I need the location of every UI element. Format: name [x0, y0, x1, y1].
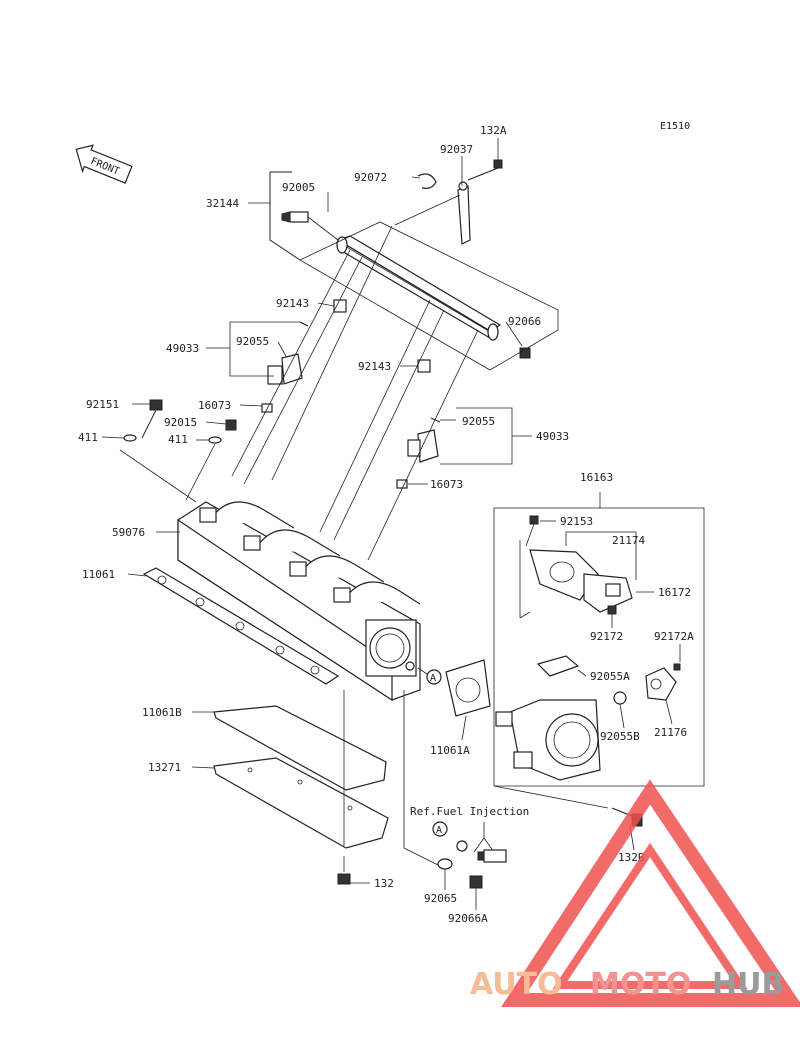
pressure-fitting-92005 — [281, 211, 339, 241]
callout-a-ref-label: A — [436, 825, 442, 836]
watermark-hub: HUB — [712, 967, 784, 1002]
diagram-code: E1510 — [660, 121, 690, 132]
label-92005: 92005 — [282, 181, 315, 194]
o-ring-92055B — [613, 691, 627, 705]
ref-fuel-injection-note: Ref.Fuel Injection — [410, 805, 529, 818]
label-92037: 92037 — [440, 143, 473, 156]
washer-92065 — [437, 858, 453, 870]
label-411-right: 411 — [168, 433, 188, 446]
gasket-11061A — [445, 659, 491, 717]
label-59076: 59076 — [112, 526, 145, 539]
screw-92172A — [673, 663, 681, 671]
callout-a-ref — [432, 821, 448, 837]
label-411-left: 411 — [78, 431, 98, 444]
label-132: 132 — [374, 877, 394, 890]
gasket-11061B — [213, 705, 387, 791]
assembly-box-16163 — [493, 507, 705, 787]
label-92143-lower: 92143 — [358, 360, 391, 373]
label-132A: 132A — [480, 124, 507, 137]
cover-plate-13271 — [213, 757, 389, 849]
callout-a-manifold — [426, 669, 442, 685]
label-11061A: 11061A — [430, 744, 470, 757]
clip-92072 — [417, 173, 437, 189]
label-92066: 92066 — [508, 315, 541, 328]
label-92072: 92072 — [354, 171, 387, 184]
label-16172: 16172 — [658, 586, 691, 599]
label-92153: 92153 — [560, 515, 593, 528]
plug-92066A — [469, 875, 483, 889]
washer-411-left — [123, 434, 137, 442]
label-92015: 92015 — [164, 416, 197, 429]
label-11061B: 11061B — [142, 706, 182, 719]
sensor-ref — [477, 849, 507, 863]
bolt-132A — [467, 159, 503, 181]
injector-lower-49033 — [396, 359, 441, 489]
label-16073-upper: 16073 — [198, 399, 231, 412]
bracket-92037 — [457, 181, 471, 245]
label-11061: 11061 — [82, 568, 115, 581]
watermark-logo: AUTO MOTO HUB — [470, 779, 800, 1007]
label-92066A: 92066A — [448, 912, 488, 925]
screw-92153 — [529, 515, 539, 525]
label-21176: 21176 — [654, 726, 687, 739]
label-21174: 21174 — [612, 534, 645, 547]
label-92055A: 92055A — [590, 670, 630, 683]
label-92055B: 92055B — [600, 730, 640, 743]
gasket-92055A — [536, 655, 580, 677]
fuel-rail — [336, 235, 531, 359]
injector-upper-49033 — [261, 299, 347, 413]
front-arrow-icon: FRONT — [75, 144, 133, 184]
washer-411-right — [208, 436, 222, 444]
rail-cap-92066 — [519, 347, 531, 359]
label-92172: 92172 — [590, 630, 623, 643]
leader-lines — [101, 138, 681, 910]
collar-92015 — [225, 419, 237, 431]
throttle-body — [495, 699, 601, 781]
intake-manifold-59076 — [177, 501, 421, 702]
bolt-92151 — [141, 399, 163, 439]
label-49033-upper: 49033 — [166, 342, 199, 355]
label-92143-upper: 92143 — [276, 297, 309, 310]
sensor-assembly-16172 — [583, 573, 633, 615]
label-92172A: 92172A — [654, 630, 694, 643]
watermark-auto: AUTO — [470, 967, 563, 1002]
injector-guide-lines — [231, 225, 479, 561]
label-13271: 13271 — [148, 761, 181, 774]
callout-a-manifold-label: A — [430, 673, 436, 684]
label-92151: 92151 — [86, 398, 119, 411]
sensor-21176 — [645, 667, 677, 701]
label-92055-upper: 92055 — [236, 335, 269, 348]
washer-ref — [456, 840, 468, 852]
label-92055-lower: 92055 — [462, 415, 495, 428]
label-49033-lower: 49033 — [536, 430, 569, 443]
gasket-11061 — [142, 567, 340, 685]
part-labels: 132A 92037 92072 92005 32144 92066 92143… — [78, 124, 694, 925]
bolt-132 — [337, 873, 351, 885]
watermark-moto: MOTO — [590, 967, 691, 1002]
label-16163: 16163 — [580, 471, 613, 484]
label-16073-lower: 16073 — [430, 478, 463, 491]
label-32144: 32144 — [206, 197, 239, 210]
triangle-logo-icon — [501, 779, 800, 1007]
label-92065: 92065 — [424, 892, 457, 905]
